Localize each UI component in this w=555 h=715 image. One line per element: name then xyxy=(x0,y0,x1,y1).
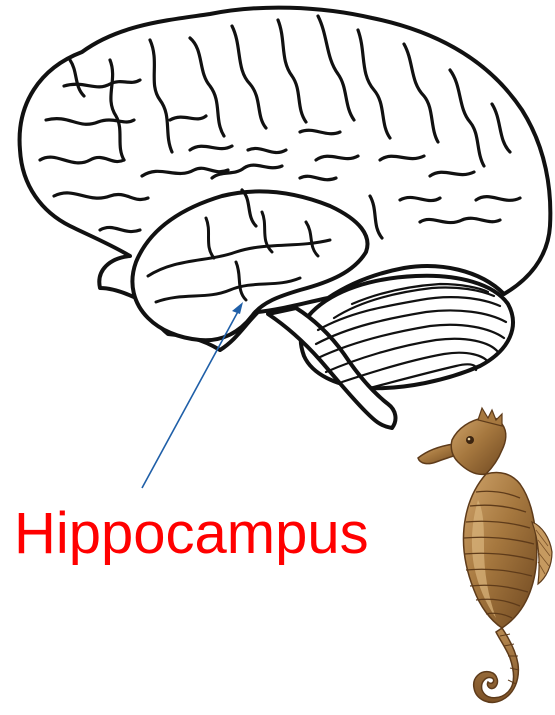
seahorse-eye xyxy=(466,436,474,444)
seahorse-head xyxy=(451,417,506,474)
brain-illustration xyxy=(20,8,551,428)
hippocampus-label: Hippocampus xyxy=(14,505,369,563)
seahorse-illustration xyxy=(418,408,552,702)
seahorse-tail xyxy=(474,628,519,702)
